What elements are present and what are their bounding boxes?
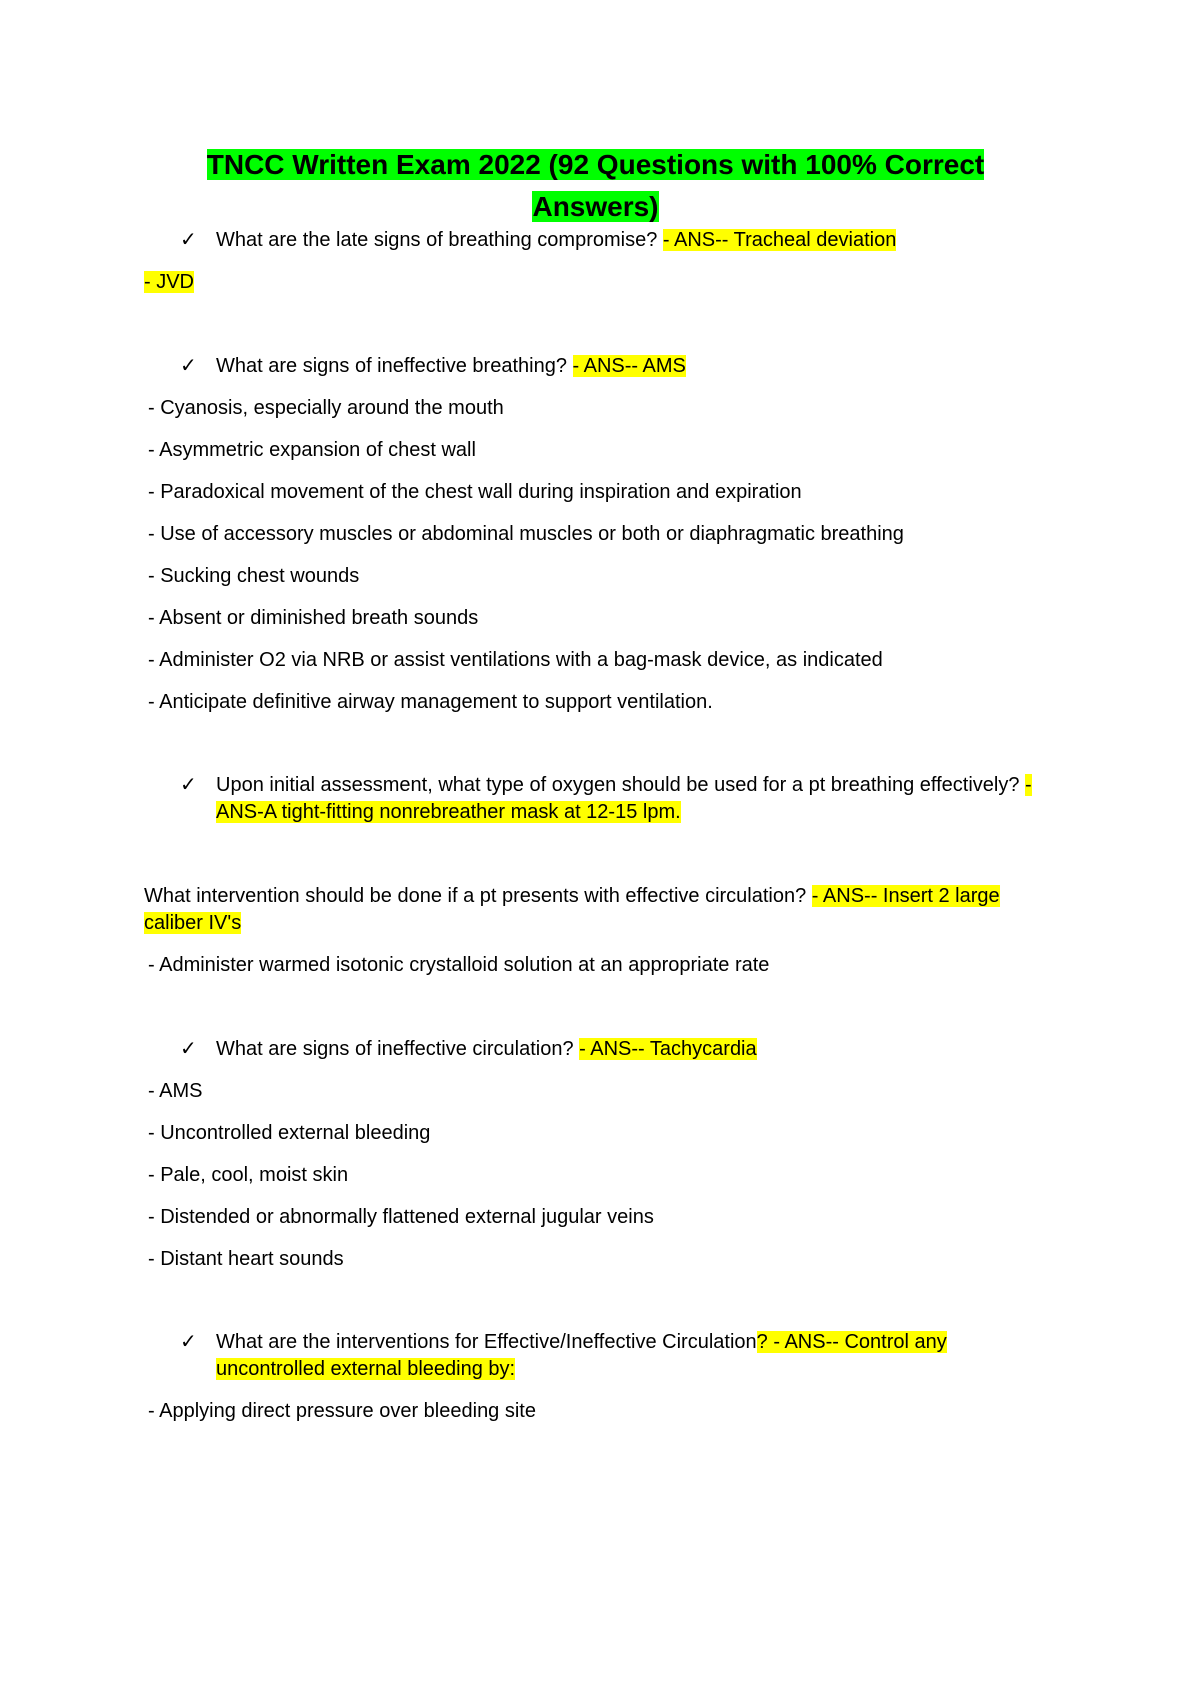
list-item: - Applying direct pressure over bleeding… bbox=[148, 1400, 536, 1422]
answer-continuation: ANS-A tight-fitting nonrebreather mask a… bbox=[216, 801, 681, 823]
answer-text: - ANS-- AMS bbox=[572, 355, 686, 377]
question-1: What are the late signs of breathing com… bbox=[216, 226, 897, 254]
question-5: What are signs of ineffective circulatio… bbox=[216, 1035, 757, 1063]
list-item: - Uncontrolled external bleeding bbox=[148, 1122, 431, 1144]
list-item: - Cyanosis, especially around the mouth bbox=[148, 397, 504, 419]
list-item: - Anticipate definitive airway managemen… bbox=[148, 691, 713, 713]
answer-text: - ANS-- Insert 2 large bbox=[811, 885, 1000, 907]
list-item: - Pale, cool, moist skin bbox=[148, 1164, 349, 1186]
list-item: - Sucking chest wounds bbox=[148, 565, 360, 587]
answer-continuation: caliber IV's bbox=[144, 912, 242, 934]
answer-continuation: uncontrolled external bleeding by: bbox=[216, 1358, 516, 1380]
checkmark-icon: ✓ bbox=[180, 229, 197, 251]
list-item: - Administer warmed isotonic crystalloid… bbox=[148, 954, 770, 976]
answer-text: - bbox=[1025, 774, 1032, 796]
question-text: What intervention should be done if a pt… bbox=[144, 885, 812, 907]
question-3: Upon initial assessment, what type of ox… bbox=[216, 771, 1032, 799]
list-item: - Paradoxical movement of the chest wall… bbox=[148, 481, 802, 503]
title-line-1: TNCC Written Exam 2022 (92 Questions wit… bbox=[206, 149, 985, 180]
question-text: What are signs of ineffective breathing? bbox=[216, 355, 573, 377]
list-item: - Distended or abnormally flattened exte… bbox=[148, 1206, 654, 1228]
question-4: What intervention should be done if a pt… bbox=[144, 882, 1000, 910]
question-text: What are the late signs of breathing com… bbox=[216, 229, 663, 251]
list-item: - Distant heart sounds bbox=[148, 1248, 344, 1270]
answer-text: - ANS-- Tracheal deviation bbox=[662, 229, 897, 251]
answer-continuation: - JVD bbox=[144, 271, 194, 293]
question-text: What are the interventions for Effective… bbox=[216, 1331, 757, 1353]
question-text: Upon initial assessment, what type of ox… bbox=[216, 774, 1026, 796]
checkmark-icon: ✓ bbox=[180, 1331, 197, 1353]
document-title: TNCC Written Exam 2022 (92 Questions wit… bbox=[0, 144, 1191, 228]
list-item: - Administer O2 via NRB or assist ventil… bbox=[148, 649, 883, 671]
list-item: - Asymmetric expansion of chest wall bbox=[148, 439, 476, 461]
checkmark-icon: ✓ bbox=[180, 355, 197, 377]
checkmark-icon: ✓ bbox=[180, 774, 197, 796]
question-2: What are signs of ineffective breathing?… bbox=[216, 352, 686, 380]
checkmark-icon: ✓ bbox=[180, 1038, 197, 1060]
answer-text: - ANS-- Tachycardia bbox=[579, 1038, 757, 1060]
answer-text: ? - ANS-- Control any bbox=[756, 1331, 947, 1353]
list-item: - AMS bbox=[148, 1080, 203, 1102]
title-line-2: Answers) bbox=[532, 191, 659, 222]
question-text: What are signs of ineffective circulatio… bbox=[216, 1038, 580, 1060]
question-6: What are the interventions for Effective… bbox=[216, 1328, 947, 1356]
list-item: - Use of accessory muscles or abdominal … bbox=[148, 523, 904, 545]
list-item: - Absent or diminished breath sounds bbox=[148, 607, 479, 629]
